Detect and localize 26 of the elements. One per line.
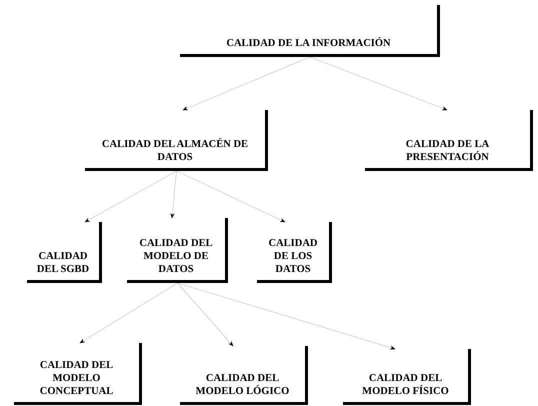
- arrow: [176, 170, 286, 222]
- box-label: CALIDAD DEL ALMACÉN DE DATOS: [100, 138, 250, 164]
- box-label: CALIDAD DEL SGBD: [36, 250, 90, 276]
- box-label: CALIDAD DEL MODELO LÓGICO: [194, 372, 290, 398]
- box-label: CALIDAD DE LOS DATOS: [267, 236, 318, 276]
- box-label: CALIDAD DE LA INFORMACIÓN: [225, 36, 392, 50]
- arrow: [177, 282, 234, 346]
- arrow: [80, 282, 178, 344]
- process-box: [180, 346, 308, 405]
- box-label: CALIDAD DE LA PRESENTACIÓN: [404, 138, 490, 164]
- process-box: [127, 218, 228, 283]
- process-box: [257, 222, 332, 283]
- process-box: [27, 222, 102, 283]
- process-box: [85, 110, 268, 171]
- box-label: CALIDAD DEL MODELO DE DATOS: [138, 236, 214, 276]
- arrow: [84, 170, 177, 222]
- process-box: [14, 343, 142, 405]
- arrow: [177, 282, 396, 350]
- process-box: [343, 349, 471, 405]
- arrow: [310, 56, 448, 110]
- box-label: CALIDAD DEL MODELO FÍSICO: [361, 372, 450, 398]
- process-box: [365, 110, 533, 171]
- box-label: CALIDAD DEL MODELO CONCEPTUAL: [38, 358, 114, 398]
- arrow: [182, 56, 310, 110]
- arrow: [170, 170, 177, 219]
- process-box: [180, 5, 440, 57]
